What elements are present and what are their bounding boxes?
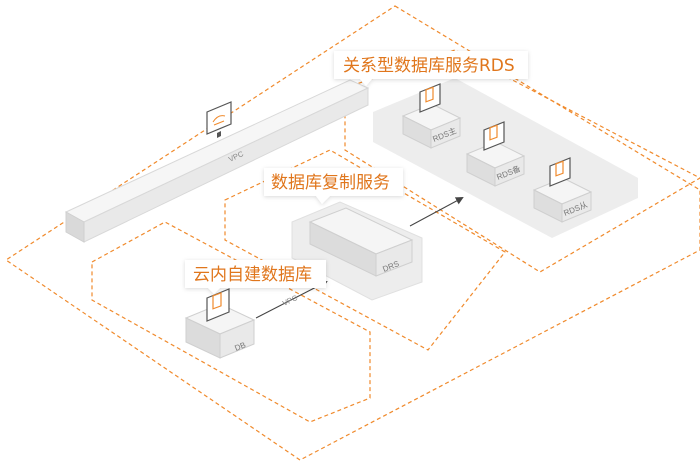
- rds-slave-box: [532, 177, 593, 223]
- replication-service-callout: [264, 168, 403, 204]
- rds-service-callout: [334, 51, 528, 86]
- vpc-zone-boundary: [4, 5, 700, 461]
- database-icon: [206, 288, 230, 322]
- db-box: [184, 303, 256, 359]
- rds-master-box: [401, 103, 462, 149]
- drs-box: [308, 207, 414, 277]
- self-built-db-callout: [185, 260, 326, 294]
- rds-standby-box: [465, 141, 526, 187]
- replication-service-title: 数据库复制服务: [271, 173, 390, 193]
- drs-zone-boundary: [224, 149, 506, 351]
- self-built-db-title: 云内自建数据库: [193, 265, 312, 285]
- database-icon: [419, 83, 441, 113]
- vpc-link-label: VPC: [281, 293, 299, 308]
- drs-to-rds-arrow: [409, 197, 464, 227]
- rds-zone-boundary: [344, 49, 700, 273]
- monitor-icon: [206, 101, 232, 138]
- database-icon: [483, 121, 505, 151]
- database-icon: [549, 157, 571, 187]
- db-label: DB: [233, 340, 247, 353]
- vpc-bar: [64, 79, 370, 243]
- rds-service-title: 关系型数据库服务RDS: [343, 56, 515, 76]
- db-zone-boundary: [91, 221, 371, 423]
